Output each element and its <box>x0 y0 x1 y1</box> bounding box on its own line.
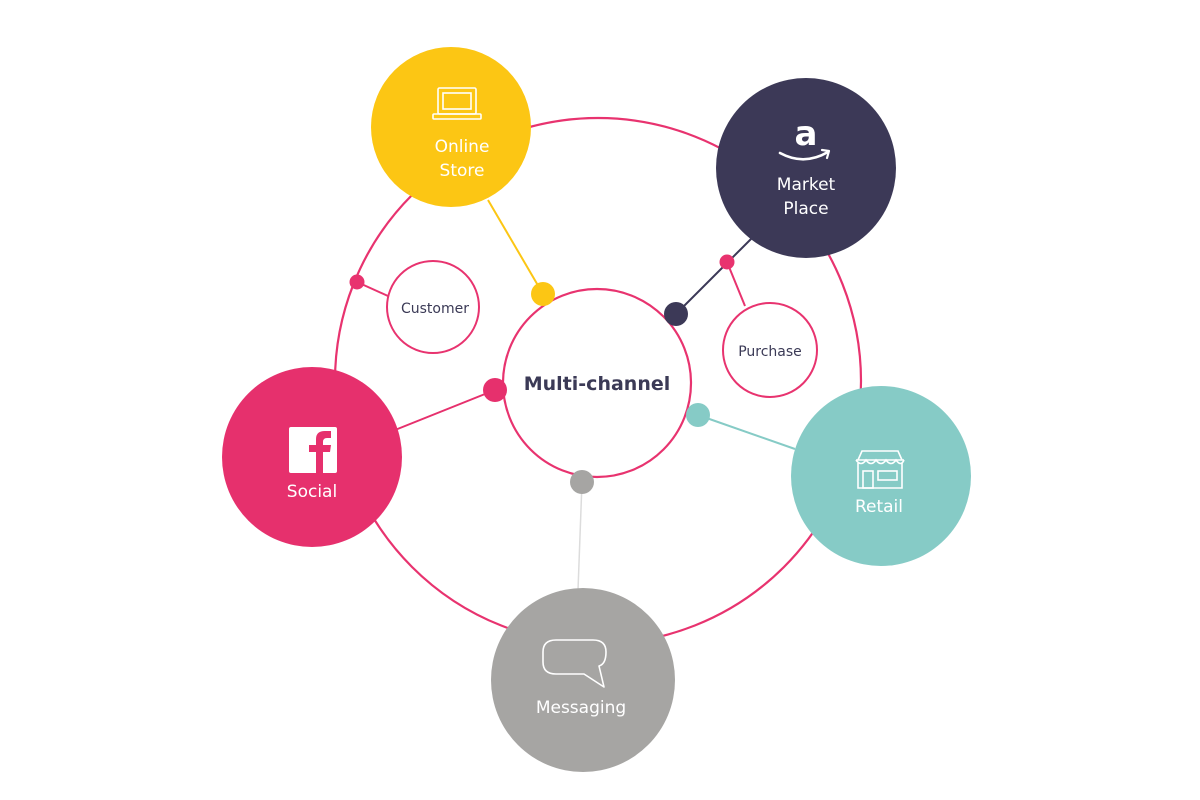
messaging-label: Messaging <box>536 698 626 718</box>
connector-market-place <box>675 237 753 315</box>
connector-online-store <box>487 199 544 295</box>
retail-circle <box>791 386 971 566</box>
channel-social[interactable]: Social <box>222 367 402 547</box>
dot-online-store <box>531 282 555 306</box>
channel-retail[interactable]: Retail <box>791 386 971 566</box>
laptop-icon <box>432 87 482 120</box>
online-store-label-line2: Store <box>440 161 485 181</box>
messaging-circle <box>491 588 675 772</box>
connector-messaging <box>577 481 583 591</box>
center-label: Multi-channel <box>524 373 671 395</box>
facebook-icon <box>289 427 337 473</box>
channel-messaging[interactable]: Messaging <box>491 588 675 772</box>
chat-bubble-icon <box>542 639 607 688</box>
connector-retail <box>697 414 796 450</box>
channel-market-place[interactable]: a Market Place <box>716 78 896 258</box>
connector-social <box>394 389 496 431</box>
online-store-circle <box>371 47 531 207</box>
dot-social <box>483 378 507 402</box>
online-store-label-line1: Online <box>435 137 490 157</box>
connector-purchase <box>726 261 746 307</box>
social-label: Social <box>287 482 337 502</box>
svg-text:a: a <box>795 114 818 154</box>
amazon-icon: a <box>778 114 831 161</box>
dot-market-place <box>664 302 688 326</box>
dot-customer <box>349 274 365 290</box>
dot-retail <box>686 403 710 427</box>
storefront-icon <box>855 450 905 489</box>
market-place-label-line2: Place <box>783 199 828 219</box>
purchase-circle <box>722 302 818 398</box>
dot-purchase <box>719 254 735 270</box>
customer-circle <box>386 260 480 354</box>
retail-label: Retail <box>855 497 903 517</box>
purchase-label: Purchase <box>738 344 802 360</box>
market-place-label-line1: Market <box>777 175 836 195</box>
market-place-circle <box>716 78 896 258</box>
dot-messaging <box>570 470 594 494</box>
customer-label: Customer <box>401 301 469 317</box>
channel-online-store[interactable]: Online Store <box>371 47 531 207</box>
